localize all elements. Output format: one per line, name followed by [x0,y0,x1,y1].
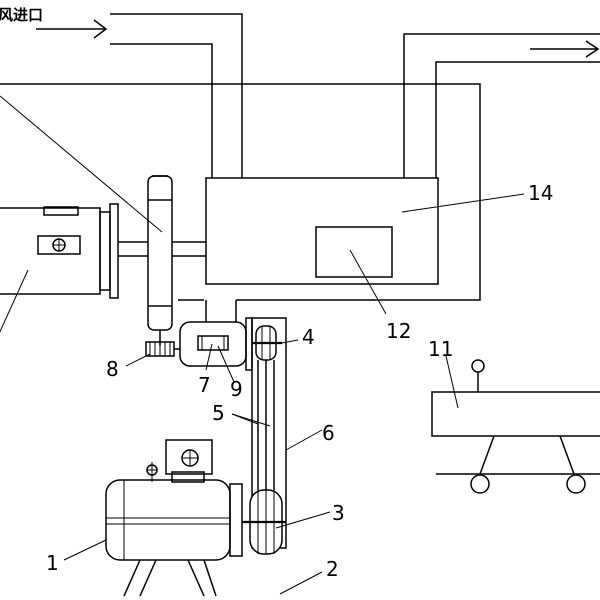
gear-8 [145,341,180,357]
pulley-4 [252,325,282,361]
inlet-duct [110,13,243,178]
bottom-motor-1 [105,439,243,597]
callout-1: 1 [46,551,59,575]
left-motor [0,203,148,333]
vertical-rotor [147,175,173,346]
outlet-duct [403,33,600,178]
callout-5: 5 [212,401,225,425]
callout-6: 6 [322,421,335,445]
callout-14: 14 [528,181,553,205]
callout-12: 11 [428,337,453,361]
callout-3: 3 [332,501,345,525]
leader-lines [63,193,525,595]
callout-8: 8 [106,357,119,381]
machine-frame [0,83,481,301]
callout-4: 4 [302,325,315,349]
trolley-12 [431,359,600,494]
inlet-arrow [36,19,108,39]
callout-9: 9 [230,377,243,401]
housing-14 [205,177,439,285]
outlet-arrow [530,40,600,58]
diagonal-leader [0,95,163,233]
window-11 [315,226,393,278]
main-shaft [172,241,206,257]
reducer-7 [179,300,262,371]
air-inlet-label: 风进口 [0,6,43,24]
callout-2: 2 [326,557,339,581]
pulley-3 [242,489,286,555]
callout-7: 7 [198,373,211,397]
callout-11: 12 [386,319,411,343]
